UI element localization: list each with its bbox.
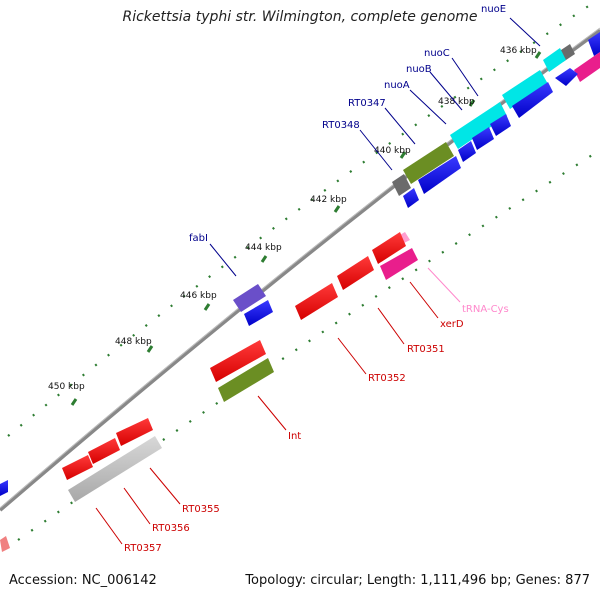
label-RT0356[interactable]: RT0356: [152, 523, 190, 534]
gene-blue-5[interactable]: [472, 127, 494, 150]
gene-pink-edge-bottom[interactable]: [0, 536, 10, 552]
label-tRNA-Cys[interactable]: tRNA-Cys: [462, 304, 509, 315]
gene-blue-7[interactable]: [418, 156, 461, 194]
gene-nuoB[interactable]: [450, 102, 507, 149]
major-ticks: [70, 51, 542, 406]
gene-red-e[interactable]: [116, 418, 153, 446]
gene-grey-long[interactable]: [68, 436, 162, 502]
genome-summary-text: Topology: circular; Length: 1,111,496 bp…: [245, 573, 590, 588]
label-RT0355[interactable]: RT0355: [182, 504, 220, 515]
gene-Int[interactable]: [218, 358, 274, 402]
gene-RT0347[interactable]: [403, 142, 454, 184]
gene-red-c[interactable]: [295, 283, 338, 320]
label-nuoB[interactable]: nuoB: [406, 64, 432, 75]
inner-genes: [0, 248, 418, 552]
label-RT0351[interactable]: RT0351: [407, 344, 445, 355]
label-nuoC[interactable]: nuoC: [424, 48, 450, 59]
label-RT0357[interactable]: RT0357: [124, 543, 162, 554]
label-RT0347[interactable]: RT0347: [348, 98, 386, 109]
gene-red-g[interactable]: [62, 455, 93, 480]
kbp-label-442: 442 kbp: [310, 195, 347, 205]
gene-pink-edge[interactable]: [574, 52, 600, 82]
accession-text: Accession: NC_006142: [9, 573, 157, 588]
label-Int[interactable]: Int: [288, 431, 301, 442]
gene-blue-4[interactable]: [490, 114, 511, 136]
gene-red-f[interactable]: [88, 438, 120, 464]
gene-blue-edge[interactable]: [0, 480, 8, 496]
gene-blue-8[interactable]: [403, 188, 419, 208]
label-xerD[interactable]: xerD: [440, 319, 464, 330]
kbp-label-444: 444 kbp: [245, 243, 282, 253]
kbp-label-438: 438 kbp: [438, 97, 475, 107]
outer-tick-ring: [7, 4, 591, 437]
gene-blue-3[interactable]: [512, 82, 553, 118]
label-RT0348[interactable]: RT0348: [322, 120, 360, 131]
gene-grey-start[interactable]: [392, 174, 411, 196]
gene-blue-6[interactable]: [458, 141, 476, 162]
label-fabI[interactable]: fabI: [189, 233, 208, 244]
kbp-label-440: 440 kbp: [374, 146, 411, 156]
map-title: Rickettsia typhi str. Wilmington, comple…: [122, 9, 478, 25]
label-nuoA[interactable]: nuoA: [384, 80, 410, 91]
gene-red-a[interactable]: [372, 232, 406, 264]
label-leaders: [95, 17, 541, 545]
label-nuoE[interactable]: nuoE: [481, 4, 506, 15]
gene-blue-9[interactable]: [244, 300, 273, 326]
gene-nuoE[interactable]: [543, 48, 566, 72]
forward-genes: [62, 44, 600, 480]
kbp-label-436: 436 kbp: [500, 46, 537, 56]
gene-red-d[interactable]: [210, 340, 266, 382]
gene-blue-2[interactable]: [555, 68, 578, 86]
kbp-label-450: 450 kbp: [48, 382, 85, 392]
kbp-label-446: 446 kbp: [180, 291, 217, 301]
gene-fabI[interactable]: [233, 284, 266, 312]
gene-xerD[interactable]: [380, 248, 418, 280]
label-RT0352[interactable]: RT0352: [368, 373, 406, 384]
gene-nuoC[interactable]: [502, 70, 548, 109]
gene-blue-1[interactable]: [588, 32, 600, 56]
reverse-genes: [0, 32, 600, 496]
kbp-label-448: 448 kbp: [115, 337, 152, 347]
gene-red-b[interactable]: [337, 256, 374, 290]
